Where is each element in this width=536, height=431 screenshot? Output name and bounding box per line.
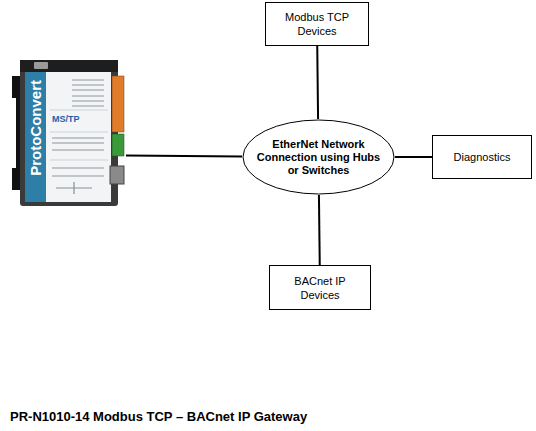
device-group-box: Modbus TCP Devices: [265, 2, 369, 46]
network-link: [395, 156, 432, 158]
device-header: [20, 60, 118, 72]
panel-print: [72, 100, 104, 102]
power-terminal: [112, 134, 124, 156]
network-link: [316, 46, 319, 119]
panel-print: [72, 79, 104, 81]
panel-print: [72, 95, 104, 97]
node-label: Modbus TCP Devices: [280, 10, 354, 38]
text-holder: EtherNet Network Connection using Hubs o…: [242, 119, 395, 195]
panel-print: [72, 89, 104, 91]
device-group-box: BACnet IP Devices: [269, 265, 371, 310]
panel-divider: [50, 132, 108, 133]
diagnostics-box: Diagnostics: [432, 135, 532, 179]
panel-divider: [50, 160, 108, 161]
terminal-block: [112, 76, 124, 132]
brand-label: ProtoConvert: [27, 80, 44, 176]
panel-print: [52, 175, 104, 177]
node-label: EtherNet Network Connection using Hubs o…: [253, 138, 385, 177]
panel-divider: [50, 110, 108, 111]
panel-print: [52, 149, 104, 151]
network-link: [126, 154, 242, 157]
diagram-title: PR-N1010-14 Modbus TCP – BACnet IP Gatew…: [10, 409, 307, 424]
panel-print: [52, 137, 104, 139]
gateway-device: ProtoConvert MS/TP: [12, 58, 126, 208]
brand-strip: [25, 72, 46, 202]
node-label: BACnet IP Devices: [284, 274, 356, 302]
ground-symbol: [56, 182, 92, 194]
front-label: [25, 72, 111, 202]
panel-print: [52, 167, 104, 169]
ethernet-port: [110, 166, 124, 184]
node-label: Diagnostics: [454, 150, 511, 164]
panel-print: [52, 142, 104, 144]
ellipse-outline: [243, 120, 394, 194]
panel-print: [72, 84, 104, 86]
panel-label: MS/TP: [52, 114, 80, 124]
network-link: [318, 195, 321, 265]
menu-button: [34, 62, 48, 69]
network-ellipse: EtherNet Network Connection using Hubs o…: [242, 119, 395, 195]
panel-print: [72, 105, 104, 107]
device-body: [20, 60, 118, 206]
